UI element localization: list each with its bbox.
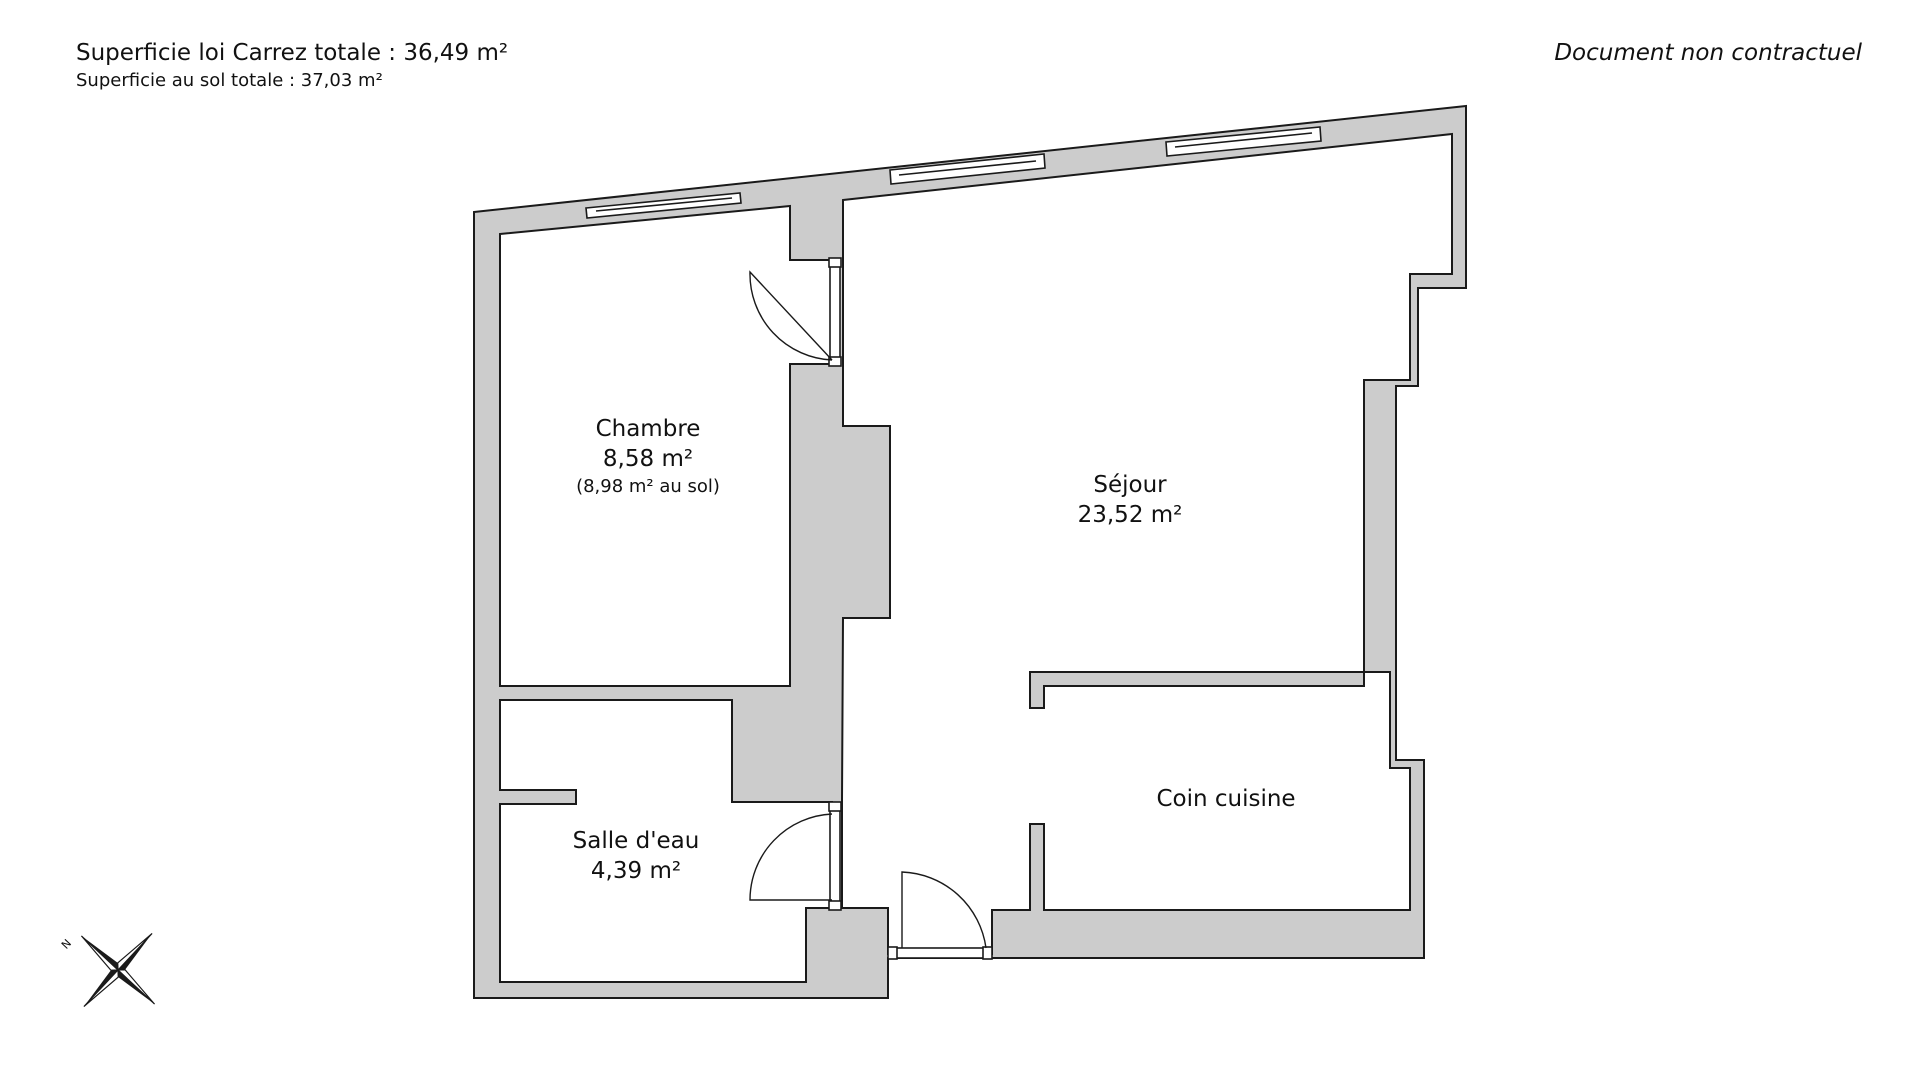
door-salle-eau [749, 801, 842, 911]
total-carrez-area: Superficie loi Carrez totale : 36,49 m² [76, 40, 509, 66]
compass-north-letter: N [59, 937, 74, 952]
label-coin-cuisine: Coin cuisine [1156, 786, 1295, 812]
window-sejour-2 [1165, 126, 1322, 157]
label-chambre-area: 8,58 m² [603, 446, 693, 472]
label-chambre-name: Chambre [596, 416, 701, 442]
label-salle-eau-area: 4,39 m² [591, 858, 681, 884]
label-chambre-area-sol: (8,98 m² au sol) [576, 476, 720, 497]
label-salle-eau-name: Salle d'eau [573, 828, 700, 854]
compass-rose-icon [80, 932, 156, 1008]
disclaimer: Document non contractuel [1554, 40, 1862, 66]
header-surfaces: Superficie loi Carrez totale : 36,49 m² … [76, 38, 508, 94]
label-sejour-name: Séjour [1093, 472, 1167, 498]
room-sejour [841, 132, 1453, 955]
room-salle-eau [499, 699, 833, 983]
door-chambre [749, 257, 842, 367]
door-entree [887, 871, 993, 960]
total-floor-area: Superficie au sol totale : 37,03 m² [76, 70, 383, 91]
label-sejour-area: 23,52 m² [1078, 502, 1183, 528]
kitchen-partition-wall [1029, 671, 1365, 709]
window-sejour-1 [889, 153, 1046, 185]
window-chambre [585, 192, 742, 219]
